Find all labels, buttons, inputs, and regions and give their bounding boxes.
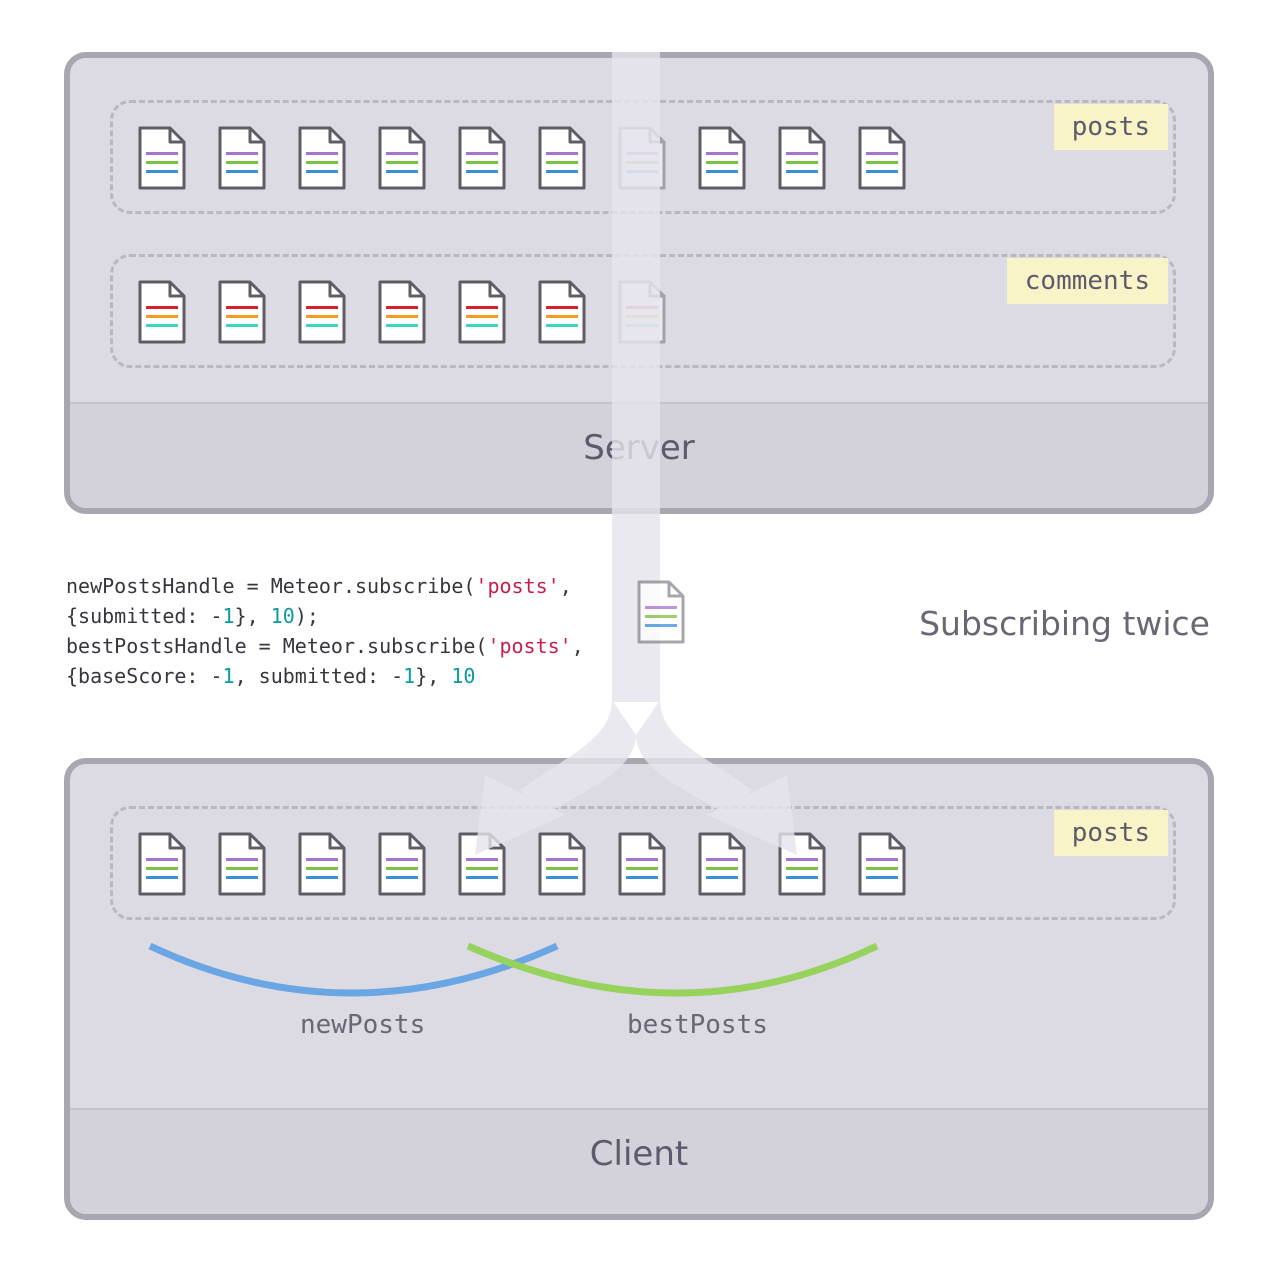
subscription-label-bestposts: bestPosts: [627, 1010, 768, 1040]
server-post-document-icon: [776, 124, 828, 192]
server-posts-label: posts: [1053, 104, 1168, 150]
code-line-4: {baseScore: -1, submitted: -1}, 10: [66, 664, 476, 688]
server-comment-document-icon: [216, 278, 268, 346]
server-post-document-icon: [696, 124, 748, 192]
client-post-document-icon: [856, 830, 908, 898]
client-post-document-icon: [216, 830, 268, 898]
server-post-document-icon: [216, 124, 268, 192]
code-line-1: newPostsHandle = Meteor.subscribe('posts…: [66, 574, 572, 598]
client-panel: posts Client: [64, 758, 1214, 1220]
client-post-document-icon: [536, 830, 588, 898]
server-title: Server: [583, 428, 695, 468]
client-post-document-icon: [376, 830, 428, 898]
server-post-document-icon: [136, 124, 188, 192]
client-post-document-icon: [616, 830, 668, 898]
server-comments-label: comments: [1006, 258, 1168, 304]
client-post-document-icon: [776, 830, 828, 898]
client-post-document-icon: [696, 830, 748, 898]
diagram-caption: Subscribing twice: [919, 604, 1210, 643]
server-post-document-icon: [376, 124, 428, 192]
subscription-label-newposts: newPosts: [300, 1010, 426, 1040]
server-comment-document-icon: [296, 278, 348, 346]
client-posts-label: posts: [1053, 810, 1168, 856]
client-post-document-icon: [456, 830, 508, 898]
server-comment-document-icon: [376, 278, 428, 346]
server-panel: posts comments Server: [64, 52, 1214, 514]
server-post-document-icon: [616, 124, 668, 192]
server-post-document-icon: [456, 124, 508, 192]
client-title: Client: [589, 1134, 689, 1174]
server-footer: Server: [70, 402, 1208, 508]
code-line-2: {submitted: -1}, 10);: [66, 604, 319, 628]
server-comment-document-icon: [456, 278, 508, 346]
server-post-document-icon: [536, 124, 588, 192]
server-comment-document-icon: [616, 278, 668, 346]
client-post-document-icon: [136, 830, 188, 898]
server-comment-document-icon: [136, 278, 188, 346]
in-transit-document-icon: [637, 580, 685, 644]
client-footer: Client: [70, 1108, 1208, 1214]
server-post-document-icon: [856, 124, 908, 192]
subscribe-code-snippet: newPostsHandle = Meteor.subscribe('posts…: [66, 571, 584, 691]
server-comment-document-icon: [536, 278, 588, 346]
code-line-3: bestPostsHandle = Meteor.subscribe('post…: [66, 634, 584, 658]
server-post-document-icon: [296, 124, 348, 192]
client-post-document-icon: [296, 830, 348, 898]
